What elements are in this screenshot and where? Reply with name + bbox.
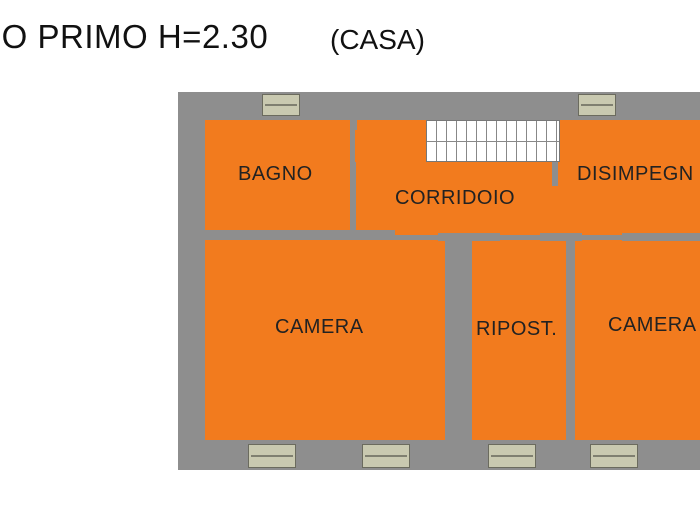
wall-right-horizontal — [540, 233, 582, 241]
wall-ripost-right — [566, 236, 575, 446]
wall-top-stub — [352, 120, 357, 130]
room-disimpegno — [560, 120, 700, 235]
window-bottom-2 — [362, 444, 410, 468]
room-corridoio-lower — [205, 162, 560, 235]
window-bottom-1 — [248, 444, 296, 468]
label-bagno: BAGNO — [238, 163, 313, 185]
room-ripostiglio — [472, 240, 566, 440]
staircase-landing-line — [427, 141, 559, 142]
page-subtitle: (CASA) — [330, 24, 425, 55]
room-camera-left — [205, 240, 445, 440]
staircase — [426, 120, 560, 162]
label-camera-left: CAMERA — [275, 316, 364, 338]
wall-stairs-side — [552, 150, 558, 186]
window-bottom-3 — [488, 444, 536, 468]
label-corridoio: CORRIDOIO — [395, 187, 516, 209]
window-bottom-4 — [590, 444, 638, 468]
room-camera-right — [575, 240, 700, 440]
wall-ripost-left — [445, 236, 472, 446]
wall-bagno-horizontal — [205, 230, 395, 238]
label-camera-right: CAMERA — [608, 314, 697, 336]
window-top-right — [578, 94, 616, 116]
window-top-left — [262, 94, 300, 116]
wall-right-horizontal-2 — [622, 233, 700, 241]
wall-bagno-vertical — [350, 162, 356, 234]
label-ripostiglio: RIPOST. — [476, 318, 558, 340]
label-disimpegno: DISIMPEGN — [577, 163, 694, 185]
page-title: IO PRIMO H=2.30 — [0, 18, 269, 55]
